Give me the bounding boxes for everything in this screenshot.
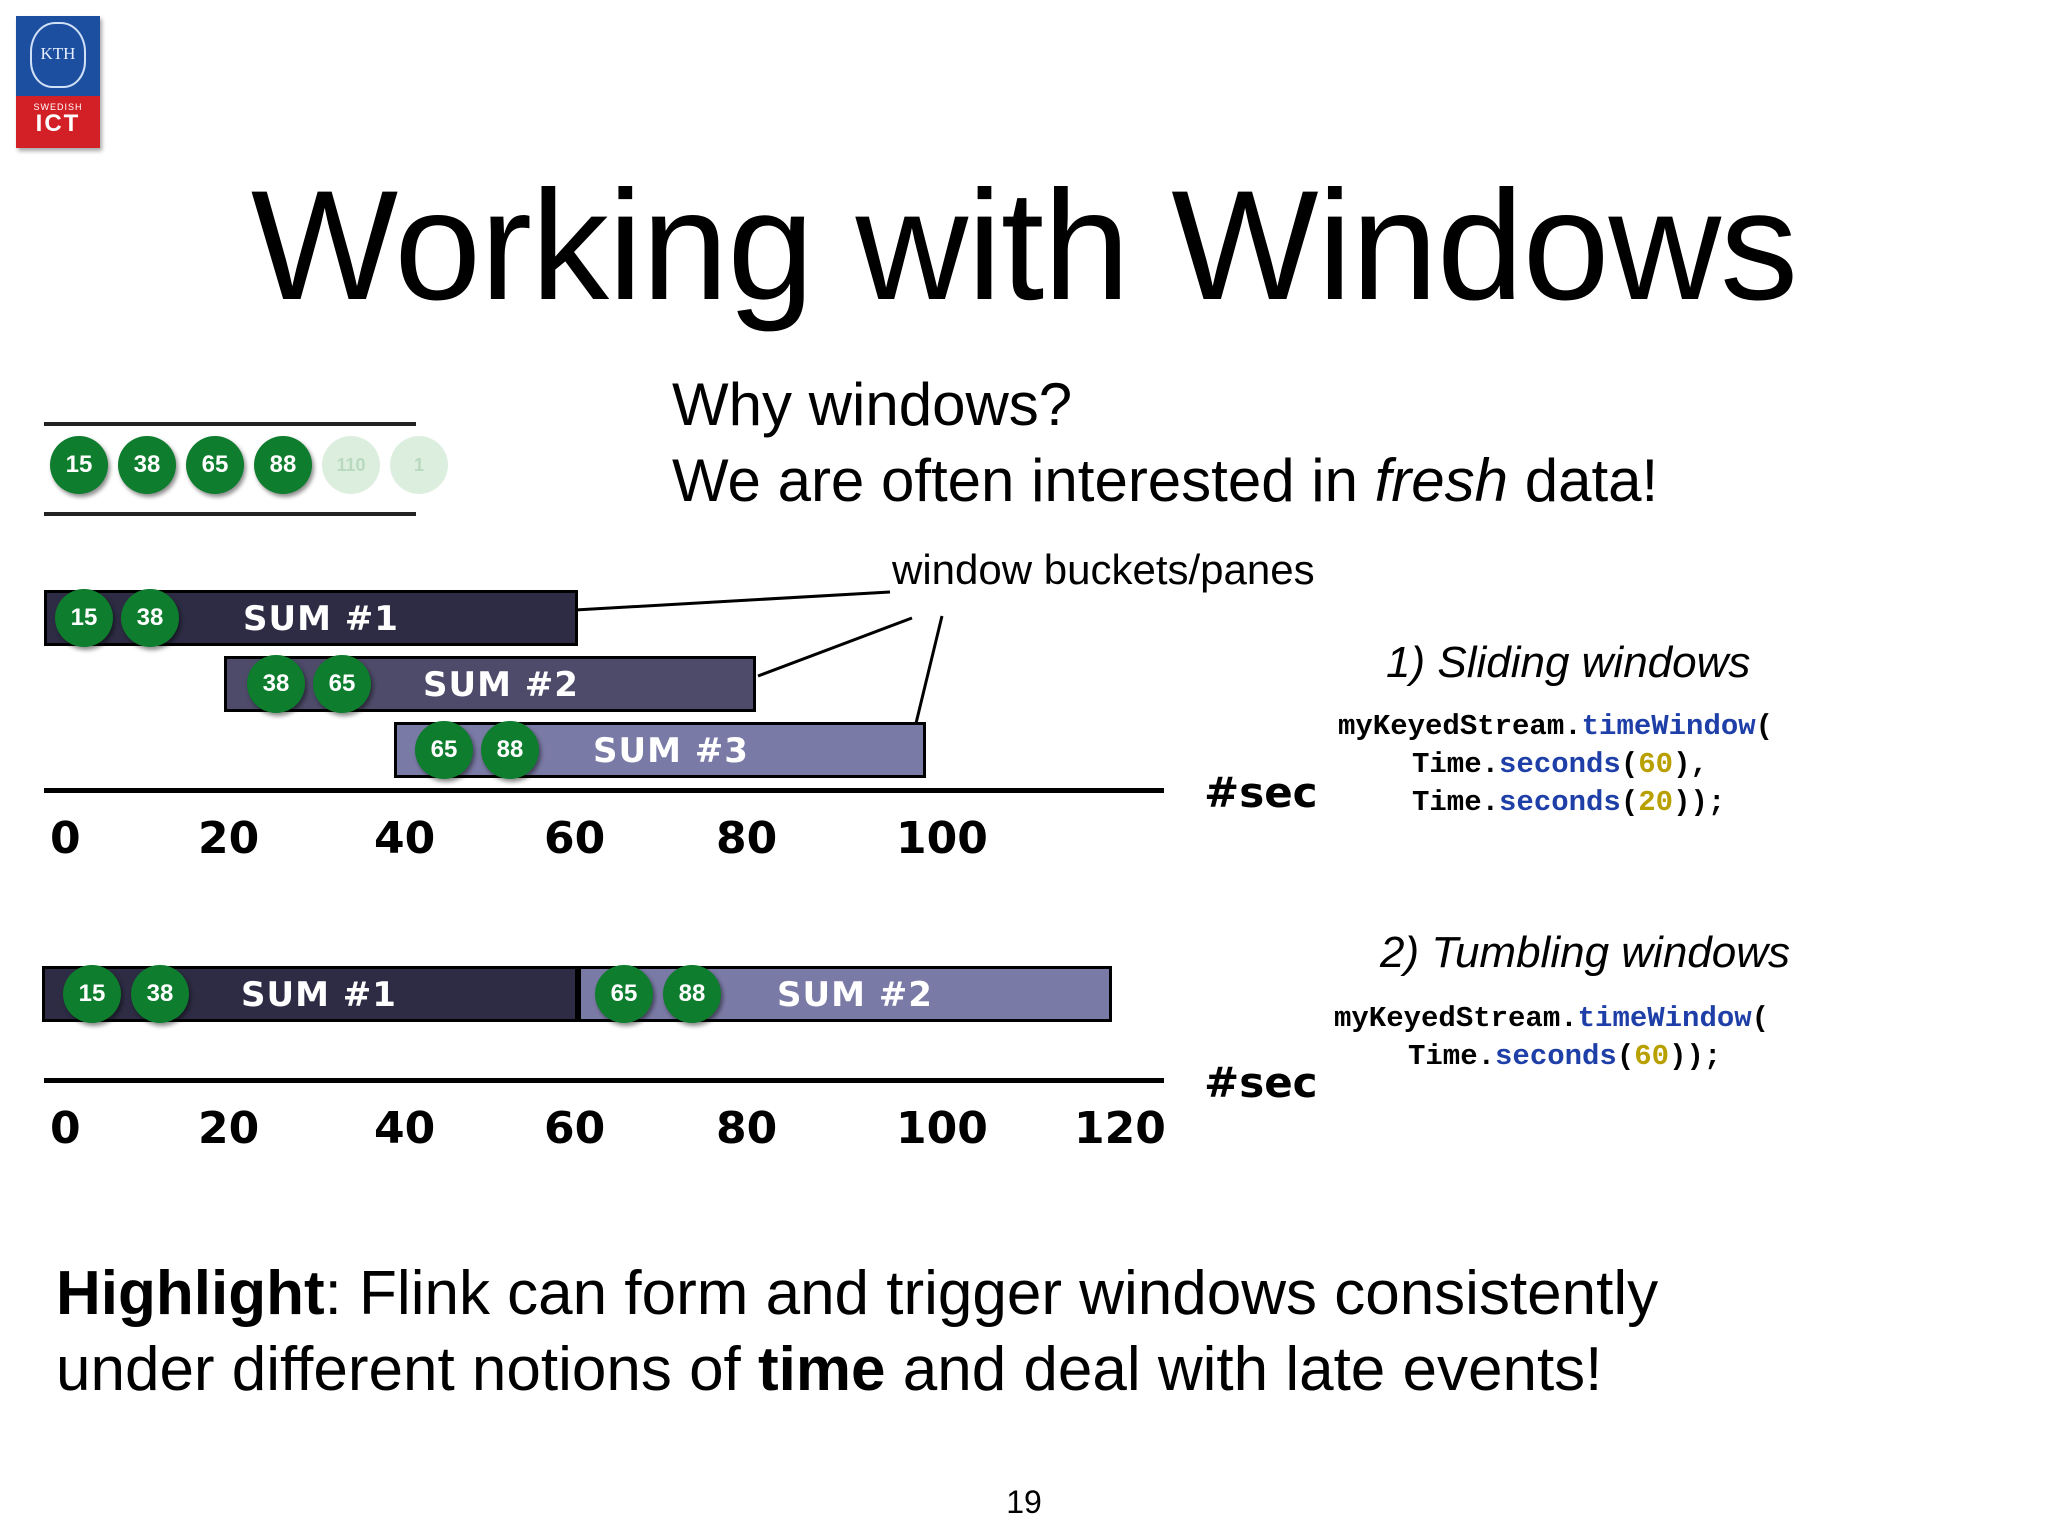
tumbling-window-2: 65 88 SUM #2 bbox=[578, 965, 1112, 1023]
stream-value: 88 bbox=[254, 436, 312, 494]
why-line-2-em: fresh bbox=[1374, 447, 1509, 514]
page-number: 19 bbox=[1006, 1484, 1042, 1520]
highlight-line-1: Highlight: Flink can form and trigger wi… bbox=[56, 1256, 1956, 1332]
axis-tick: 20 bbox=[198, 1103, 260, 1154]
window-value: 15 bbox=[63, 965, 121, 1023]
code-token: seconds bbox=[1499, 786, 1621, 819]
axis-tick: 80 bbox=[716, 813, 778, 864]
axis-tick: 20 bbox=[198, 813, 260, 864]
window-value: 88 bbox=[481, 721, 539, 779]
highlight-span: under different notions of bbox=[56, 1335, 759, 1404]
slide-title: Working with Windows bbox=[250, 159, 1798, 333]
sliding-heading: 1) Sliding windows bbox=[1386, 638, 1751, 687]
why-line-1: Why windows? bbox=[672, 371, 1073, 438]
window-label: SUM #3 bbox=[593, 731, 749, 771]
code-token: timeWindow bbox=[1581, 710, 1756, 743]
stream-strip: 15 38 65 88 110 1 bbox=[44, 422, 448, 516]
stream-value-faded: 110 bbox=[322, 436, 380, 494]
logo-top: KTH bbox=[16, 16, 100, 96]
code-token: Time. bbox=[1412, 748, 1500, 781]
pointer-line bbox=[539, 590, 891, 614]
window-value: 65 bbox=[313, 655, 371, 713]
highlight-span: : Flink can form and trigger windows con… bbox=[324, 1259, 1659, 1328]
highlight-span: and deal with late events! bbox=[885, 1335, 1603, 1404]
code-token: Time. bbox=[1408, 1040, 1496, 1073]
window-value: 38 bbox=[121, 589, 179, 647]
window-value: 38 bbox=[247, 655, 305, 713]
axis-tick: 0 bbox=[50, 813, 81, 864]
code-line: Time.seconds(20)); bbox=[1338, 784, 1773, 822]
code-token: seconds bbox=[1499, 748, 1621, 781]
stream-value-faded: 1 bbox=[390, 436, 448, 494]
code-token: myKeyedStream. bbox=[1338, 710, 1582, 743]
code-token: )); bbox=[1673, 786, 1726, 819]
stream-value: 38 bbox=[118, 436, 176, 494]
axis-tick: 40 bbox=[374, 813, 436, 864]
tumbling-heading: 2) Tumbling windows bbox=[1380, 928, 1791, 977]
code-line: Time.seconds(60)); bbox=[1334, 1038, 1769, 1076]
axis-tick: 40 bbox=[374, 1103, 436, 1154]
code-token: )); bbox=[1669, 1040, 1722, 1073]
window-value: 15 bbox=[55, 589, 113, 647]
code-token: ( bbox=[1616, 1040, 1635, 1073]
pointer-line bbox=[757, 616, 913, 678]
tumbling-code: myKeyedStream.timeWindow(Time.seconds(60… bbox=[1334, 1000, 1769, 1076]
code-line: myKeyedStream.timeWindow( bbox=[1334, 1000, 1769, 1038]
sliding-window-3: 65 88 SUM #3 bbox=[394, 721, 926, 779]
highlight-text: Highlight: Flink can form and trigger wi… bbox=[56, 1256, 1956, 1408]
buckets-annotation: window buckets/panes bbox=[892, 546, 1315, 593]
highlight-bold: Highlight bbox=[56, 1259, 325, 1328]
axis-tick: 100 bbox=[896, 813, 988, 864]
stream-value: 15 bbox=[50, 436, 108, 494]
axis-tick: 100 bbox=[896, 1103, 988, 1154]
axis-tick: 60 bbox=[544, 813, 606, 864]
code-token: ), bbox=[1673, 748, 1708, 781]
axis-tick: 0 bbox=[50, 1103, 81, 1154]
code-token: ( bbox=[1620, 748, 1639, 781]
axis-tick: 60 bbox=[544, 1103, 606, 1154]
logo-bottom: SWEDISH ICT bbox=[16, 96, 100, 148]
sliding-window-2: 38 65 SUM #2 bbox=[224, 655, 756, 713]
window-value: 88 bbox=[663, 965, 721, 1023]
code-line: myKeyedStream.timeWindow( bbox=[1338, 708, 1773, 746]
why-line-2: We are often interested in fresh data! bbox=[672, 446, 1658, 516]
code-token: 20 bbox=[1638, 786, 1674, 819]
sliding-window-1: 15 38 SUM #1 bbox=[44, 589, 578, 647]
axis-unit: #sec bbox=[1204, 768, 1318, 817]
axis-tick: 120 bbox=[1074, 1103, 1166, 1154]
window-label: SUM #2 bbox=[423, 665, 579, 705]
window-value: 38 bbox=[131, 965, 189, 1023]
code-token: timeWindow bbox=[1577, 1002, 1752, 1035]
code-line: Time.seconds(60), bbox=[1338, 746, 1773, 784]
code-token: ( bbox=[1620, 786, 1639, 819]
stream-value: 65 bbox=[186, 436, 244, 494]
tumbling-window-1: 15 38 SUM #1 bbox=[42, 965, 578, 1023]
window-value: 65 bbox=[595, 965, 653, 1023]
code-token: ( bbox=[1755, 710, 1774, 743]
code-token: Time. bbox=[1412, 786, 1500, 819]
code-token: ( bbox=[1751, 1002, 1770, 1035]
window-value: 65 bbox=[415, 721, 473, 779]
axis-tick: 80 bbox=[716, 1103, 778, 1154]
why-line-2-post: data! bbox=[1508, 447, 1659, 514]
why-line-2-pre: We are often interested in bbox=[672, 447, 1375, 514]
logo-mark: ICT bbox=[35, 110, 81, 137]
sliding-code: myKeyedStream.timeWindow(Time.seconds(60… bbox=[1338, 708, 1773, 822]
highlight-line-2: under different notions of time and deal… bbox=[56, 1332, 1956, 1408]
kth-logo: KTH SWEDISH ICT bbox=[16, 16, 100, 148]
highlight-bold: time bbox=[758, 1335, 886, 1404]
sliding-time-axis bbox=[44, 788, 1164, 793]
code-token: 60 bbox=[1638, 748, 1674, 781]
logo-org: SWEDISH bbox=[33, 102, 83, 112]
axis-unit: #sec bbox=[1204, 1058, 1318, 1107]
code-token: 60 bbox=[1634, 1040, 1670, 1073]
window-label: SUM #1 bbox=[243, 599, 399, 639]
code-token: myKeyedStream. bbox=[1334, 1002, 1578, 1035]
tumbling-time-axis bbox=[44, 1078, 1164, 1083]
window-label: SUM #2 bbox=[777, 975, 933, 1015]
code-token: seconds bbox=[1495, 1040, 1617, 1073]
kth-seal: KTH bbox=[30, 22, 86, 88]
window-label: SUM #1 bbox=[241, 975, 397, 1015]
